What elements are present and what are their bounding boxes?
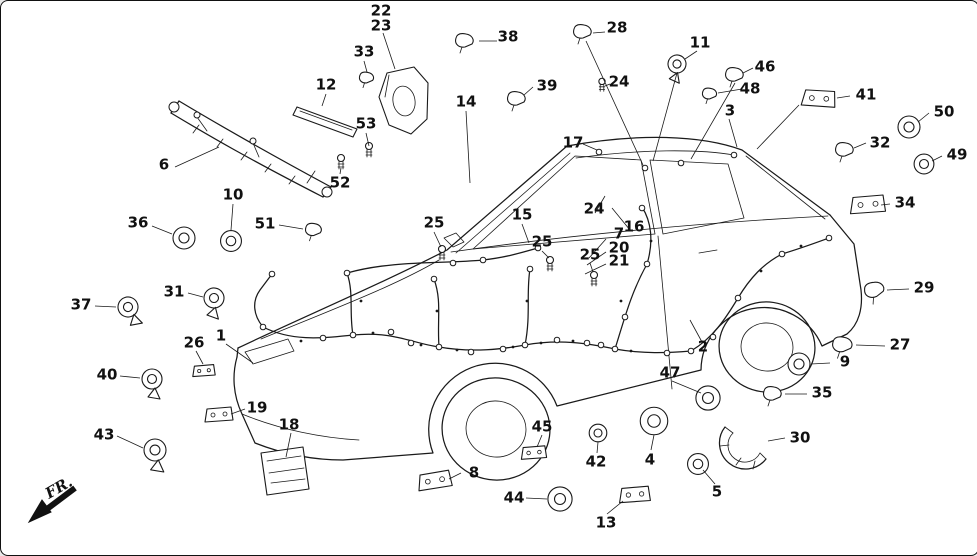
part-41-bracket bbox=[800, 86, 838, 111]
part-43-clamp bbox=[143, 438, 167, 473]
part-27-clip bbox=[832, 336, 853, 359]
part-9-grommet bbox=[787, 352, 811, 376]
wire-harness bbox=[255, 149, 832, 356]
part-11-clamp bbox=[663, 52, 689, 85]
part-8-bracket bbox=[416, 469, 454, 492]
part-47-grommet bbox=[695, 385, 721, 411]
part-25-bolt bbox=[437, 244, 447, 261]
part-28-clip bbox=[573, 24, 592, 45]
part-35-clip bbox=[763, 386, 782, 407]
part-34-bracket bbox=[849, 194, 887, 215]
part-10-grommet bbox=[220, 230, 242, 252]
part-22-23-grommet bbox=[379, 67, 428, 134]
part-40-clamp bbox=[141, 368, 163, 400]
harness-connectors bbox=[260, 149, 832, 356]
car-outline bbox=[234, 137, 861, 487]
part-4-grommet bbox=[639, 406, 669, 436]
front-direction-arrow-icon bbox=[29, 488, 75, 522]
part-18-cover bbox=[261, 447, 309, 495]
part-26-bracket bbox=[192, 364, 216, 378]
part-12-protector-strip bbox=[293, 107, 357, 137]
part-25-bolt bbox=[545, 255, 555, 272]
part-48-clip bbox=[702, 87, 717, 105]
part-44-grommet bbox=[547, 486, 573, 512]
part-5-grommet bbox=[687, 453, 709, 475]
part-39-clip bbox=[507, 91, 526, 112]
part-50-grommet bbox=[897, 115, 921, 139]
rear-wheel bbox=[713, 296, 821, 398]
part-30-tube bbox=[719, 427, 766, 469]
part-33-clip bbox=[359, 71, 374, 89]
part-38-clip bbox=[455, 33, 474, 54]
part-31-clamp bbox=[200, 285, 227, 320]
front-wheel bbox=[435, 371, 556, 487]
part-29-clip bbox=[862, 279, 888, 307]
part-45-bracket bbox=[520, 445, 548, 460]
part-42-grommet bbox=[588, 423, 608, 443]
part-51-clip bbox=[305, 222, 322, 242]
leader-lines bbox=[95, 32, 942, 514]
part-49-grommet bbox=[913, 153, 935, 175]
part-37-clamp bbox=[114, 293, 145, 330]
part-25-bolt bbox=[589, 270, 599, 287]
part-52-bolt bbox=[336, 153, 346, 170]
front-harness bbox=[169, 67, 428, 197]
part-13-bracket bbox=[618, 485, 652, 504]
part-32-clip bbox=[835, 142, 854, 163]
part-19-bracket bbox=[204, 406, 234, 423]
part-36-grommet bbox=[172, 226, 196, 250]
part-glyphs bbox=[114, 24, 935, 512]
